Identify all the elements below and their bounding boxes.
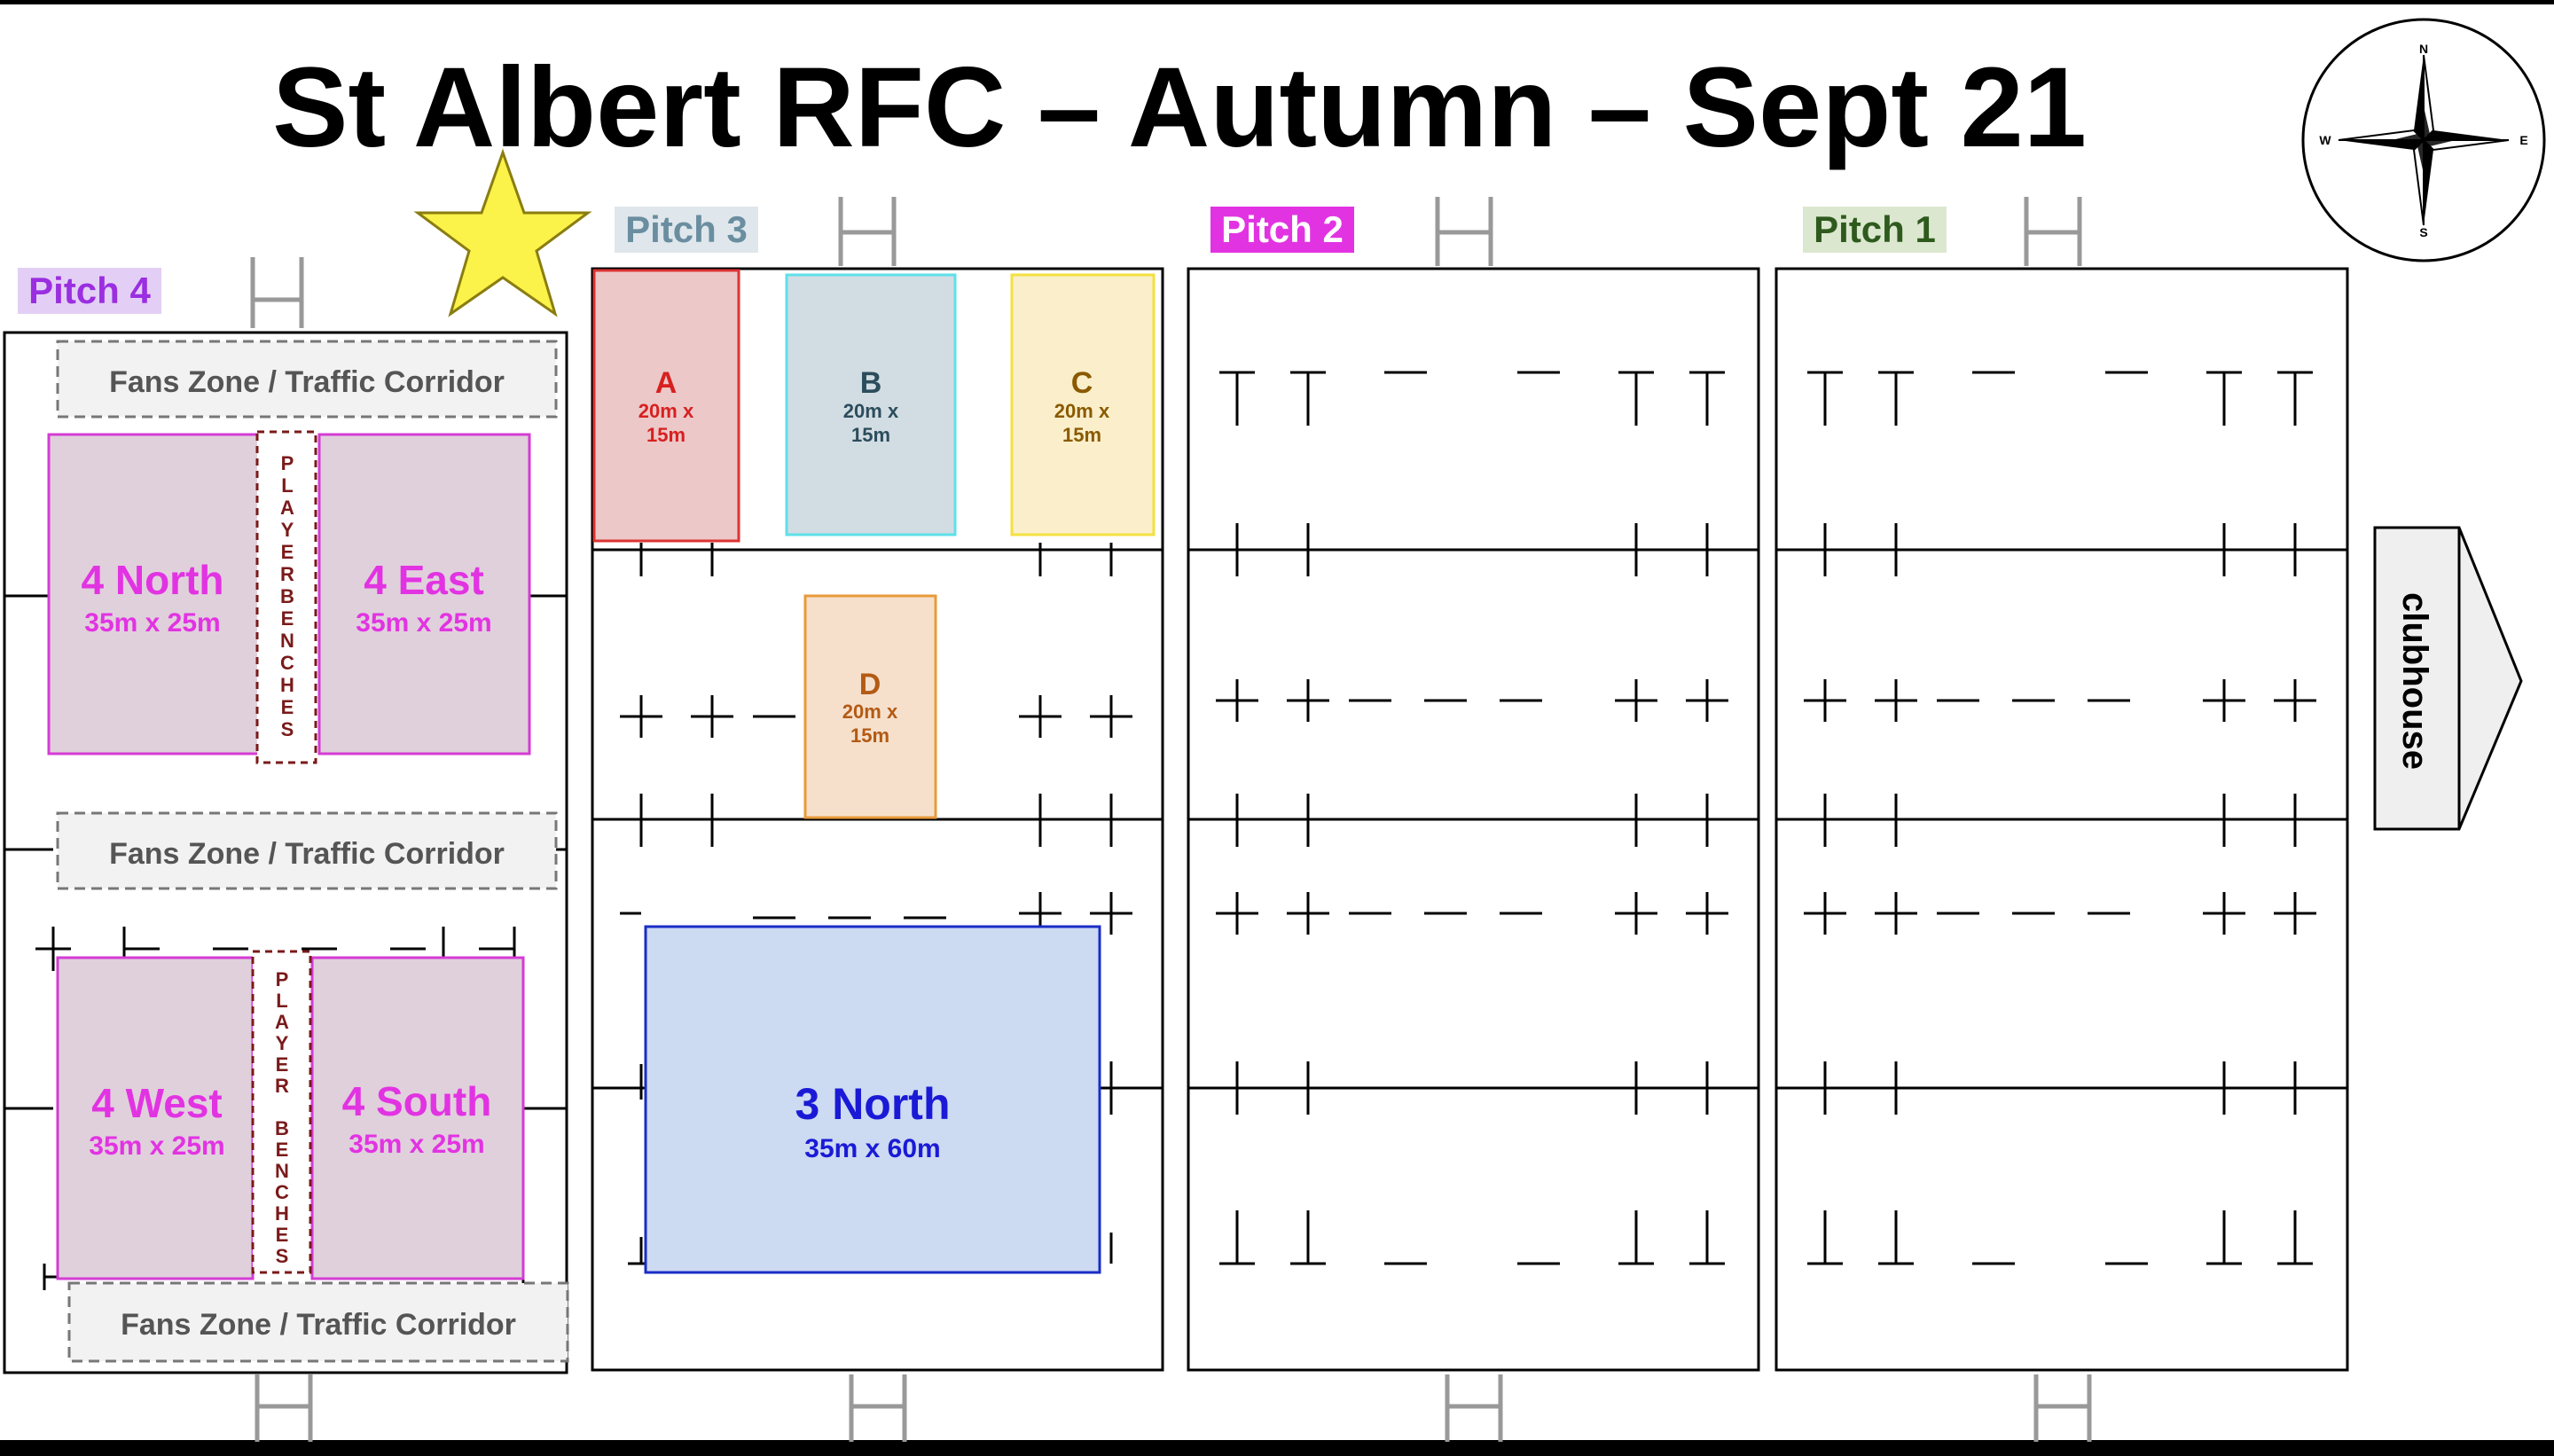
- field-4-west: 4 West 35m x 25m: [56, 956, 255, 1280]
- svg-text:A: A: [655, 366, 678, 400]
- star-icon: [413, 148, 592, 317]
- field-b: B 20m x 15m: [785, 273, 957, 536]
- goalpost-icon: [1445, 1374, 1503, 1442]
- goalpost-icon: [838, 197, 897, 266]
- svg-text:15m: 15m: [646, 424, 686, 446]
- goalpost-icon: [2033, 1374, 2092, 1442]
- field-name: 4 West: [91, 1080, 222, 1126]
- pitch3: A 20m x 15m B 20m x 15m C 20m x 15m D 20…: [591, 267, 1164, 1372]
- pitch3-label: Pitch 3: [615, 207, 758, 253]
- pitch1: [1774, 267, 2349, 1372]
- field-4-east: 4 East 35m x 25m: [317, 433, 531, 755]
- svg-text:D: D: [859, 668, 881, 701]
- svg-text:15m: 15m: [851, 424, 890, 446]
- compass-s: S: [2419, 225, 2427, 239]
- svg-text:35m x 60m: 35m x 60m: [804, 1134, 940, 1163]
- svg-text:Pitch 4: Pitch 4: [28, 270, 151, 311]
- pitch2-label: Pitch 2: [1210, 207, 1354, 253]
- compass-icon: N S E W: [2301, 18, 2546, 262]
- svg-text:20m x: 20m x: [638, 400, 694, 422]
- field-name: 4 South: [342, 1078, 492, 1124]
- field-a: A 20m x 15m: [592, 269, 740, 543]
- svg-text:15m: 15m: [850, 724, 889, 747]
- svg-text:Pitch 1: Pitch 1: [1814, 208, 1936, 250]
- svg-text:Fans Zone / Traffic Corridor: Fans Zone / Traffic Corridor: [109, 365, 505, 399]
- field-3-north: 3 North 35m x 60m: [644, 925, 1101, 1274]
- svg-text:3 North: 3 North: [795, 1079, 951, 1129]
- field-name: 4 East: [364, 557, 484, 603]
- svg-text:Pitch 2: Pitch 2: [1221, 208, 1344, 250]
- compass-w: W: [2319, 133, 2331, 147]
- field-d: D 20m x 15m: [803, 594, 937, 819]
- compass-e: E: [2519, 133, 2527, 147]
- clubhouse-arrow: clubhouse: [2373, 526, 2523, 831]
- svg-text:Fans Zone / Traffic Corridor: Fans Zone / Traffic Corridor: [109, 837, 505, 871]
- top-border: [0, 0, 2554, 4]
- bottom-border: [0, 1440, 2554, 1456]
- pitch4-label: Pitch 4: [18, 268, 161, 314]
- fans-zone-top: Fans Zone / Traffic Corridor: [56, 340, 558, 419]
- svg-text:20m x: 20m x: [1054, 400, 1110, 422]
- field-c: C 20m x 15m: [1010, 273, 1156, 536]
- svg-text:20m x: 20m x: [842, 701, 898, 723]
- field-size: 35m x 25m: [84, 608, 220, 638]
- goalpost-icon: [849, 1374, 907, 1442]
- clubhouse-label: clubhouse: [2395, 592, 2434, 770]
- svg-text:C: C: [1071, 366, 1093, 400]
- goalposts: [250, 197, 2092, 1442]
- field-4-south: 4 South 35m x 25m: [310, 956, 525, 1280]
- pitch2: [1187, 267, 1760, 1372]
- svg-text:Fans Zone / Traffic Corridor: Fans Zone / Traffic Corridor: [121, 1308, 516, 1342]
- field-size: 35m x 25m: [356, 608, 491, 638]
- svg-text:Pitch 3: Pitch 3: [625, 208, 748, 250]
- pitch4: Fans Zone / Traffic Corridor Fans Zone /…: [3, 331, 569, 1374]
- field-size: 35m x 25m: [89, 1131, 224, 1161]
- fans-zone-bottom: Fans Zone / Traffic Corridor: [67, 1281, 569, 1363]
- goalpost-icon: [250, 257, 304, 328]
- field-size: 35m x 25m: [349, 1130, 484, 1159]
- goalpost-icon: [1435, 197, 1493, 266]
- goalpost-icon: [2024, 197, 2082, 266]
- field-4-north: 4 North 35m x 25m: [47, 433, 262, 755]
- svg-text:B: B: [860, 366, 882, 400]
- fans-zone-middle: Fans Zone / Traffic Corridor: [56, 811, 558, 890]
- svg-text:15m: 15m: [1062, 424, 1101, 446]
- svg-text:20m x: 20m x: [843, 400, 899, 422]
- goalpost-icon: [255, 1374, 313, 1442]
- compass-n: N: [2419, 42, 2428, 56]
- pitch1-label: Pitch 1: [1803, 207, 1947, 253]
- field-name: 4 North: [82, 557, 224, 603]
- page-title: St Albert RFC – Autumn – Sept 21: [272, 44, 2087, 171]
